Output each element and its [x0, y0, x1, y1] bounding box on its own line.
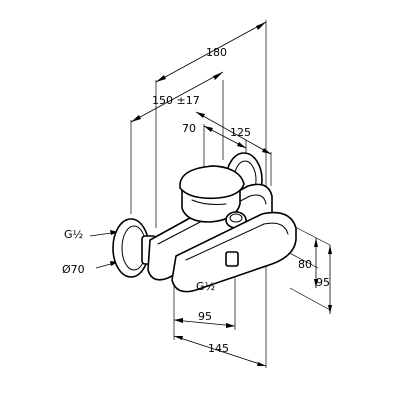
arrow-150-a	[131, 115, 141, 122]
arrow-180-b	[256, 22, 266, 30]
arrow-80-b	[314, 279, 318, 288]
label-outlet-thread: G½	[196, 280, 215, 293]
arrow-180-a	[156, 75, 166, 82]
mixer-body-edge	[157, 194, 267, 245]
dim-line-150	[130, 71, 224, 123]
dim-line-180	[155, 21, 267, 83]
label-overall-width: 180	[206, 46, 227, 59]
dimension-lines	[89, 21, 332, 367]
label-connection-thread: G½	[64, 228, 83, 241]
label-total-height: 95	[316, 276, 330, 289]
faucet-drawing	[112, 152, 297, 293]
outlet-thread	[225, 251, 239, 267]
dim-line-95-bottom	[173, 319, 236, 327]
label-base-to-spout-end: 145	[208, 342, 229, 355]
arrow-95v-a	[328, 245, 332, 254]
spout-top-edge	[185, 222, 289, 261]
arrow-125-a	[196, 112, 205, 118]
dim-line-145	[173, 335, 267, 367]
arrow-145-b	[257, 362, 266, 366]
label-base-to-outlet: 95	[198, 310, 212, 323]
arrow-70-a	[204, 126, 213, 132]
diverter-knob-top	[229, 213, 243, 223]
dim-line-125	[195, 111, 272, 155]
arrow-145-a	[174, 336, 183, 340]
arrow-leader-g-left	[110, 230, 118, 235]
label-body-offset: 70	[182, 122, 196, 135]
ext-line-right-bottom	[289, 287, 331, 311]
arrow-95b-b	[226, 323, 235, 328]
lever-handle	[179, 165, 245, 200]
arrow-70-b	[237, 142, 246, 148]
label-spout-reach: 125	[230, 126, 251, 139]
arrow-125-b	[262, 148, 271, 154]
label-outlet-height: 80	[298, 258, 312, 271]
lever-handle-edge	[191, 199, 227, 205]
arrow-95b-a	[174, 318, 183, 323]
arrow-150-b	[213, 72, 223, 80]
label-rosette-diameter: Ø70	[62, 263, 85, 276]
label-centers-distance: 150 ±17	[152, 94, 200, 107]
arrow-80-a	[314, 238, 318, 247]
arrow-95v-b	[328, 305, 332, 314]
dimension-labels: 180 150 ±17 70 125 G½ Ø70 G½ 80 95 95 14…	[62, 46, 330, 355]
